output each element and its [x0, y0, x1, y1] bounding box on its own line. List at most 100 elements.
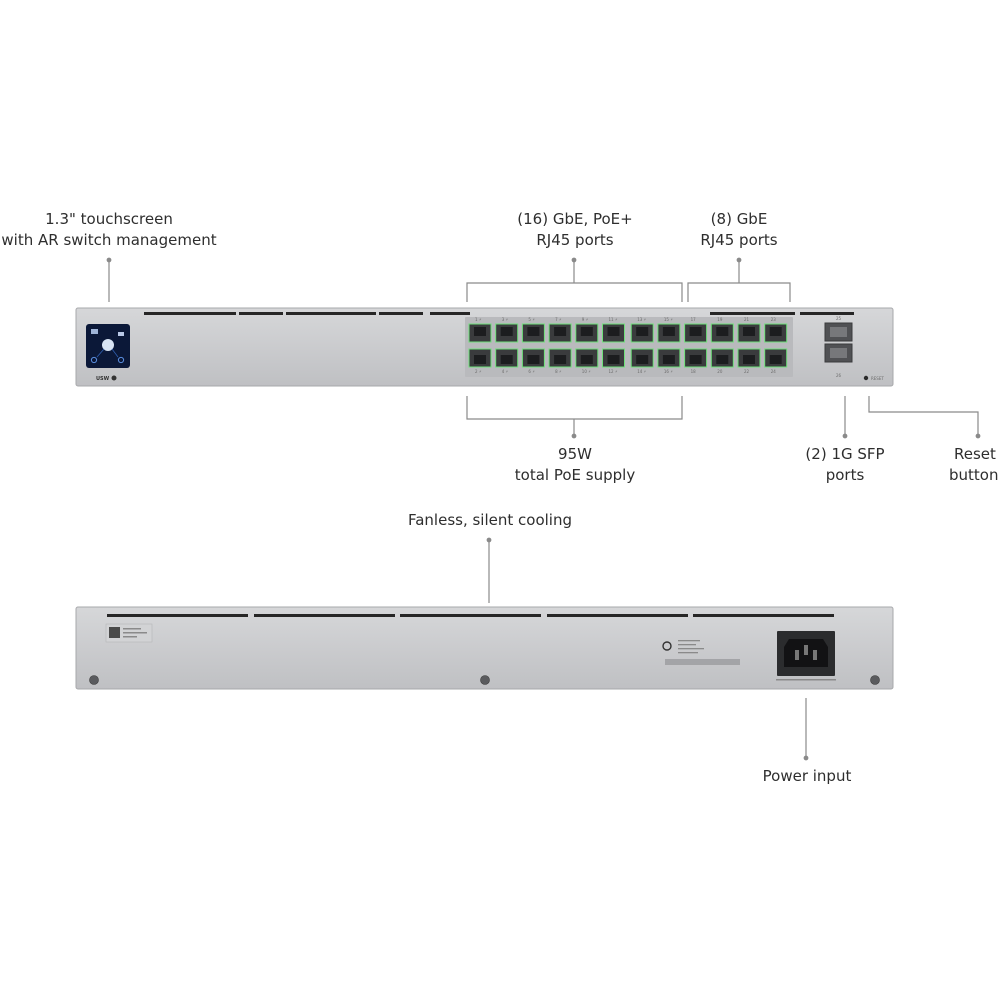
gbe-ports-label: (8) GbE RJ45 ports	[678, 209, 800, 251]
rj45-port-jack	[636, 327, 649, 336]
screen-lock-icon	[118, 332, 124, 336]
port-number-top: 15 ⚡	[664, 317, 673, 322]
rj45-port-jack	[716, 355, 729, 364]
touchscreen[interactable]	[86, 324, 130, 368]
qr-code-icon	[109, 627, 120, 638]
rj45-port-jack	[743, 355, 755, 364]
sfp-number-26: 26	[836, 373, 842, 378]
back-vents	[107, 614, 834, 617]
touchscreen-label-line2: with AR switch management	[1, 231, 217, 249]
reset-text: RESET	[871, 376, 884, 381]
cooling-label-text: Fanless, silent cooling	[407, 511, 572, 529]
port-number-bottom: 4 ⚡	[502, 369, 509, 374]
poe-supply-label-line1: 95W	[558, 445, 592, 463]
port-number-bottom: 6 ⚡	[528, 369, 535, 374]
poe-ports-bracket	[466, 282, 683, 302]
sfp-cages: 25 26	[824, 316, 853, 378]
port-number-top: 11 ⚡	[609, 317, 618, 322]
rj45-port-jack	[636, 355, 649, 364]
port-number-bottom: 14 ⚡	[637, 369, 646, 374]
port-numbers: 1 ⚡2 ⚡3 ⚡4 ⚡5 ⚡6 ⚡7 ⚡8 ⚡9 ⚡10 ⚡11 ⚡12 ⚡1…	[475, 317, 776, 374]
port-number-bottom: 24	[771, 369, 777, 374]
ubiquiti-logo-icon	[662, 641, 672, 651]
reset-button[interactable]	[863, 375, 869, 381]
sfp-ports-label-line2: ports	[825, 466, 865, 484]
port-number-bottom: 20	[717, 369, 723, 374]
rj45-port-jack	[743, 327, 755, 336]
serial-label	[105, 623, 153, 643]
touchscreen-label-line1: 1.3" touchscreen	[45, 210, 173, 228]
port-number-bottom: 16 ⚡	[664, 369, 673, 374]
rj45-port-jack	[662, 327, 675, 336]
rj45-port-jack	[580, 355, 593, 364]
rj45-port-jack	[474, 327, 486, 336]
port-number-top: 13 ⚡	[637, 317, 646, 322]
certification-marks	[665, 659, 740, 665]
power-inlet[interactable]	[776, 631, 836, 681]
screen-status-icon	[91, 329, 98, 334]
rj45-port-jack	[769, 327, 782, 336]
front-panel: USW 1 ⚡2 ⚡3 ⚡4 ⚡5 ⚡6 ⚡7 ⚡8 ⚡9 ⚡10 ⚡11 ⚡1…	[75, 307, 894, 387]
port-number-top: 7 ⚡	[555, 317, 562, 322]
port-number-top: 9 ⚡	[582, 317, 589, 322]
poe-supply-label-line2: total PoE supply	[514, 466, 636, 484]
back-chassis	[75, 606, 894, 690]
poe-supply-label: 95W total PoE supply	[495, 444, 655, 486]
front-vents	[144, 312, 854, 315]
regulatory-info	[662, 640, 740, 665]
port-number-bottom: 8 ⚡	[555, 369, 562, 374]
gbe-ports-label-line2: RJ45 ports	[700, 231, 778, 249]
rj45-port-jack	[527, 327, 540, 336]
gbe-ports-bracket	[687, 282, 791, 302]
port-number-top: 17	[691, 317, 697, 322]
rj45-port-jack	[607, 327, 620, 336]
screws	[89, 675, 880, 685]
rj45-port-jack	[689, 327, 702, 336]
screw-icon	[89, 675, 99, 685]
cooling-label: Fanless, silent cooling	[380, 510, 600, 531]
rj45-port-jack	[527, 355, 540, 364]
rj45-port-jack	[689, 355, 702, 364]
rj45-port-jack	[716, 327, 729, 336]
reset-button-label: Reset button	[938, 444, 1000, 486]
rj45-port-jack	[662, 355, 675, 364]
sfp-ports-label-line1: (2) 1G SFP	[805, 445, 885, 463]
port-number-bottom: 10 ⚡	[582, 369, 591, 374]
port-number-top: 23	[771, 317, 777, 322]
reset-leader	[868, 396, 979, 436]
poe-ports-label: (16) GbE, PoE+ RJ45 ports	[495, 209, 655, 251]
port-number-bottom: 12 ⚡	[609, 369, 618, 374]
rj45-port-jack	[500, 327, 513, 336]
rj45-port-jack	[554, 355, 567, 364]
port-number-top: 5 ⚡	[528, 317, 535, 322]
port-number-bottom: 2 ⚡	[475, 369, 482, 374]
sfp-ports-label: (2) 1G SFP ports	[790, 444, 900, 486]
port-number-top: 19	[717, 317, 723, 322]
rj45-port-jack	[580, 327, 593, 336]
port-number-top: 3 ⚡	[502, 317, 509, 322]
leader-lines	[106, 257, 981, 761]
back-panel	[75, 606, 894, 690]
rj45-port-jack	[607, 355, 620, 364]
rj45-port-jack	[474, 355, 486, 364]
rj45-ports	[468, 323, 788, 368]
screen-settings-icon	[117, 356, 125, 364]
brand-logo-icon	[111, 375, 117, 381]
poe-ports-label-line1: (16) GbE, PoE+	[517, 210, 633, 228]
sfp-number-25: 25	[836, 316, 842, 321]
port-number-bottom: 18	[691, 369, 697, 374]
rj45-port-jack	[554, 327, 567, 336]
reset-button-label-line1: Reset	[954, 445, 996, 463]
poe-ports-label-line2: RJ45 ports	[536, 231, 614, 249]
screen-info-icon	[90, 356, 98, 364]
screen-home-icon	[102, 339, 114, 351]
screw-icon	[870, 675, 880, 685]
rj45-port-jack	[500, 355, 513, 364]
port-number-bottom: 22	[744, 369, 750, 374]
screw-icon	[480, 675, 490, 685]
brand-mark: USW	[96, 376, 110, 382]
gbe-ports-label-line1: (8) GbE	[710, 210, 768, 228]
power-input-label: Power input	[740, 766, 874, 787]
reset-button-label-line2: button	[949, 466, 999, 484]
